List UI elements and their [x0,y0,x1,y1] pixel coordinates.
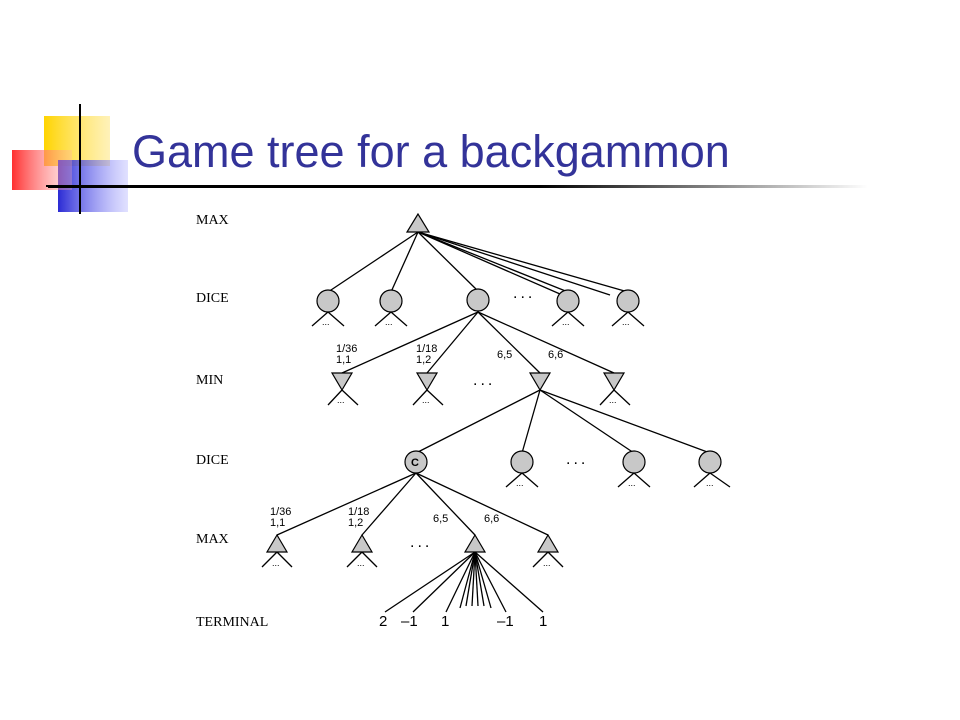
stub-ellipsis: ... [337,395,345,405]
max-node [463,533,487,553]
edge-roll-label: 6,6 [484,513,499,525]
dice-node [379,289,403,313]
subtree-stubs: ... ... ... ... ... ... ... ... ... ... … [261,311,731,568]
dice-node [622,450,646,474]
edge-roll-label: 6,5 [433,513,448,525]
stub-ellipsis: ... [628,478,636,488]
edge-roll-label: 1,1 [336,354,351,366]
stub-ellipsis: ... [322,317,330,327]
edge-labels-lower: 1/36 1,1 1/18 1,2 6,5 6,6 [270,506,499,529]
dice-node [698,450,722,474]
edge-labels-upper: 1/36 1,1 1/18 1,2 6,5 6,6 [336,343,563,366]
terminal-values: 2 –1 1 –1 1 [379,613,547,630]
sibling-ellipses: ... ... ... ... [410,285,588,551]
stub-ellipsis: ... [357,558,365,568]
level-label-max: MAX [196,532,229,547]
terminal-value: –1 [401,613,418,630]
min-node [528,372,552,392]
dice-node [616,289,640,313]
level-labels: MAX DICE MIN DICE MAX TERMINAL [196,213,268,630]
nodes: C [265,212,722,553]
chance-node-label: C [411,457,419,469]
stub-ellipsis: ... [516,478,524,488]
level-label-dice: DICE [196,291,229,306]
edge-roll-label: 6,6 [548,349,563,361]
ellipsis: ... [473,372,495,389]
max-node [350,533,374,553]
level-label-terminal: TERMINAL [196,615,268,630]
edge-roll-label: 1,2 [416,354,431,366]
edges-max-to-terminal [384,551,544,613]
stub-ellipsis: ... [706,478,714,488]
edges-chance-to-max [276,472,549,536]
level-label-dice: DICE [196,453,229,468]
slide-title: Game tree for a backgammon [132,126,730,177]
edge-prob-label: 1/36 [270,506,291,518]
title-underline [48,185,868,188]
min-node [602,372,626,392]
max-node [536,533,560,553]
max-root-node [405,212,431,233]
edges-max-to-dice [327,231,629,296]
dice-node [510,450,534,474]
chance-node-c [404,450,428,474]
dice-node [556,289,580,313]
edge-roll-label: 1,2 [348,517,363,529]
stub-ellipsis: ... [562,317,570,327]
terminal-value: 2 [379,613,387,630]
edge-prob-label: 1/18 [416,343,437,355]
stub-ellipsis: ... [622,317,630,327]
dice-node [466,288,490,312]
terminal-value: 1 [441,613,449,630]
ellipsis: ... [410,534,432,551]
max-node [265,533,289,553]
edge-roll-label: 6,5 [497,349,512,361]
stub-ellipsis: ... [272,558,280,568]
min-node [330,372,354,392]
edge-prob-label: 1/36 [336,343,357,355]
level-label-max: MAX [196,213,229,228]
level-label-min: MIN [196,373,223,388]
edge-prob-label: 1/18 [348,506,369,518]
dice-node [316,289,340,313]
edges-dice-to-min [341,311,615,374]
terminal-value: –1 [497,613,514,630]
edge-roll-label: 1,1 [270,517,285,529]
terminal-value: 1 [539,613,547,630]
min-node [415,372,439,392]
ellipsis: ... [513,285,535,302]
stub-ellipsis: ... [609,395,617,405]
edges-min-to-dice [415,389,711,454]
ellipsis: ... [566,451,588,468]
stub-ellipsis: ... [385,317,393,327]
stub-ellipsis: ... [422,395,430,405]
stub-ellipsis: ... [543,558,551,568]
